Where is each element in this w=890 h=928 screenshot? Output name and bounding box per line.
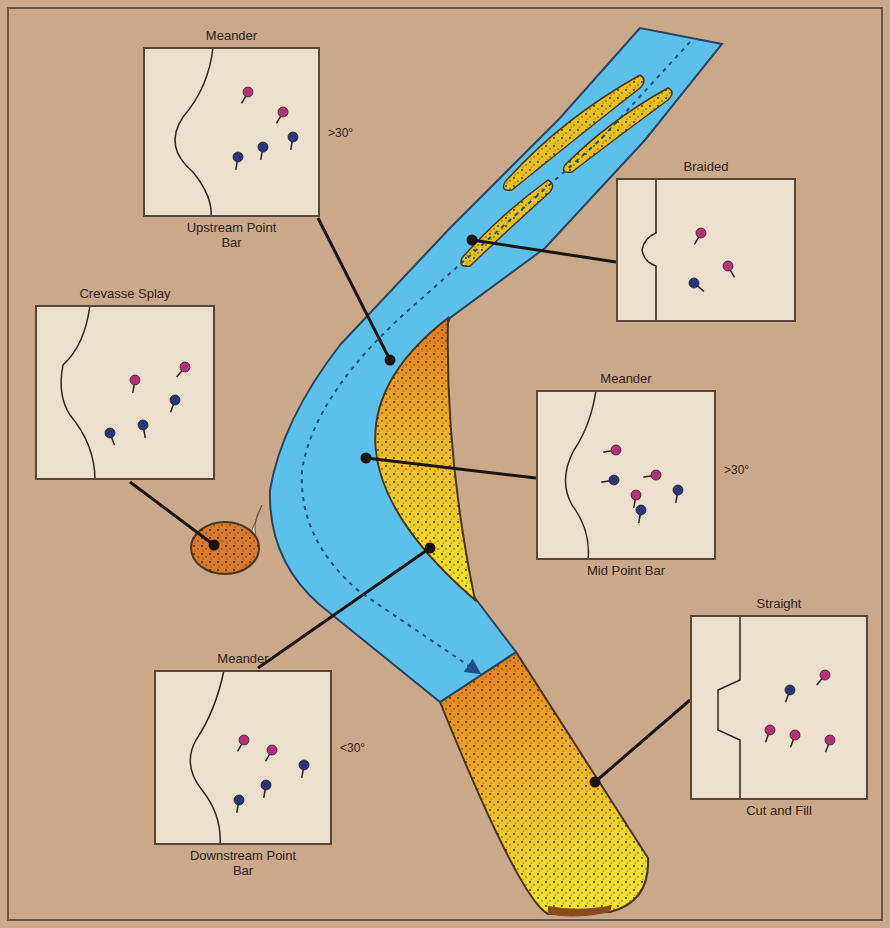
dip-dot — [105, 428, 115, 438]
dip-dot — [631, 490, 641, 500]
panel-ground — [536, 390, 716, 560]
leader-lines — [130, 218, 690, 786]
dip-dot — [258, 142, 268, 152]
dip-dot — [825, 735, 835, 745]
flow-line — [302, 42, 690, 672]
dip-dot — [239, 735, 249, 745]
panel-caption: Mid Point Bar — [570, 563, 682, 578]
dip-dot — [267, 745, 277, 755]
dip-dot — [785, 685, 795, 695]
angle-label: >30° — [724, 463, 749, 477]
dip-dot — [288, 132, 298, 142]
panel-ground — [616, 178, 796, 322]
panel-ground — [154, 670, 332, 845]
dip-dot — [790, 730, 800, 740]
log-curve — [718, 615, 740, 800]
dip-dot — [765, 725, 775, 735]
panel-figure — [154, 670, 332, 845]
dip-dot — [636, 505, 646, 515]
panel-caption: Upstream Point Bar — [176, 220, 288, 250]
log-curve — [642, 178, 656, 322]
dip-dot — [820, 670, 830, 680]
panel-heading: Braided — [684, 159, 729, 174]
panel-figure — [690, 615, 868, 800]
dip-dot — [673, 485, 683, 495]
dip-dot — [170, 395, 180, 405]
dip-dot — [651, 470, 661, 480]
angle-label: >30° — [328, 126, 353, 140]
fill-end — [548, 905, 612, 917]
dip-dot — [609, 475, 619, 485]
point-bar — [375, 318, 475, 600]
dip-dot — [611, 445, 621, 455]
angle-label: <30° — [340, 741, 365, 755]
dip-dot — [696, 228, 706, 238]
cut-and-fill-texture — [440, 652, 648, 914]
panel-figure — [616, 178, 796, 322]
dip-dot — [243, 87, 253, 97]
dip-dot — [689, 278, 699, 288]
panel-ground — [143, 47, 320, 217]
log-curve — [190, 670, 224, 845]
panel-box: Braided — [616, 178, 796, 322]
panel-figure — [35, 305, 215, 480]
panel-ground — [35, 305, 215, 480]
crevasse-splay — [191, 522, 259, 574]
splay-texture — [191, 522, 259, 574]
dip-dot — [130, 375, 140, 385]
frame — [8, 8, 882, 920]
log-curve — [61, 305, 95, 480]
panel-heading: Straight — [757, 596, 802, 611]
panel-box: MeanderUpstream Point Bar — [143, 47, 320, 217]
panel-heading: Crevasse Splay — [79, 286, 170, 301]
panel-caption: Cut and Fill — [723, 803, 835, 818]
panel-box: MeanderDownstream Point Bar — [154, 670, 332, 845]
log-curve — [565, 390, 596, 560]
panel-figure — [536, 390, 716, 560]
panel-box: StraightCut and Fill — [690, 615, 868, 800]
river-channel — [270, 28, 722, 702]
dip-dot — [261, 780, 271, 790]
panel-box: Crevasse Splay — [35, 305, 215, 480]
dip-dot — [138, 420, 148, 430]
dip-dot — [723, 261, 733, 271]
panel-figure — [143, 47, 320, 217]
dip-dot — [278, 107, 288, 117]
panel-heading: Meander — [217, 651, 268, 666]
panel-box: MeanderMid Point Bar — [536, 390, 716, 560]
panel-heading: Meander — [206, 28, 257, 43]
dip-dot — [180, 362, 190, 372]
cut-and-fill — [440, 652, 648, 914]
dip-dot — [234, 795, 244, 805]
panel-art — [35, 47, 868, 845]
point-bar-texture — [375, 318, 475, 600]
log-curve — [175, 47, 213, 217]
panel-heading: Meander — [600, 371, 651, 386]
dip-dot — [233, 152, 243, 162]
panel-ground — [690, 615, 868, 800]
panel-caption: Downstream Point Bar — [187, 848, 299, 878]
dip-dot — [299, 760, 309, 770]
